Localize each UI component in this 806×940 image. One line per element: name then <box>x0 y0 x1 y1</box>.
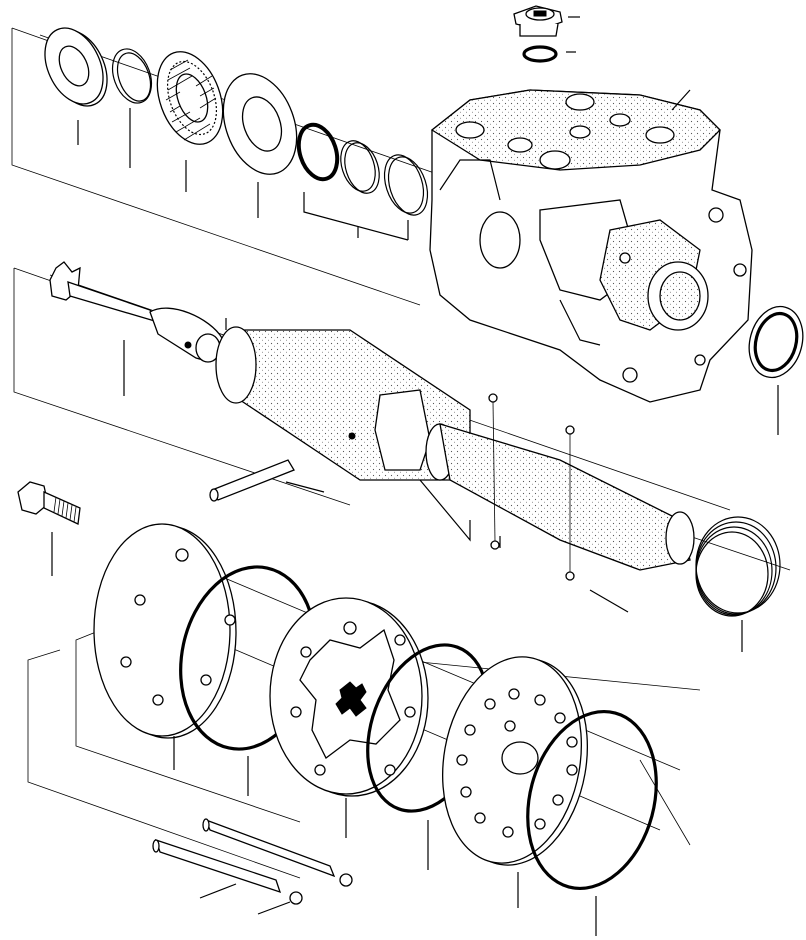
end-cap <box>93 523 237 739</box>
callout-check-balls <box>589 589 629 613</box>
spacer-plate <box>441 656 589 866</box>
callout-cross-pin <box>285 481 325 493</box>
cross-pin <box>209 459 295 502</box>
plug <box>513 5 563 37</box>
balls <box>289 873 353 905</box>
callout-housing <box>671 89 691 111</box>
callout-seal-set <box>303 192 409 241</box>
callout-sleeve-slot <box>419 479 471 542</box>
pins <box>152 818 336 894</box>
thrust-washer <box>44 27 108 107</box>
callout-balls <box>257 901 291 915</box>
callout-pins <box>199 883 237 899</box>
spool-sleeve <box>215 326 695 571</box>
gerotor <box>269 597 429 797</box>
callout-leaders <box>51 16 779 936</box>
valve-housing <box>429 89 753 403</box>
spacer-oring <box>526 709 658 891</box>
retaining-ring <box>111 48 153 104</box>
check-balls <box>488 393 575 581</box>
thrust-bearing <box>156 51 224 145</box>
centering-springs <box>695 516 781 617</box>
bearing-race <box>222 73 298 175</box>
dust-seal <box>748 305 804 379</box>
drive-shaft <box>49 261 224 363</box>
bolt <box>17 481 81 525</box>
plug-oring <box>522 45 558 63</box>
seal-set <box>296 122 429 216</box>
